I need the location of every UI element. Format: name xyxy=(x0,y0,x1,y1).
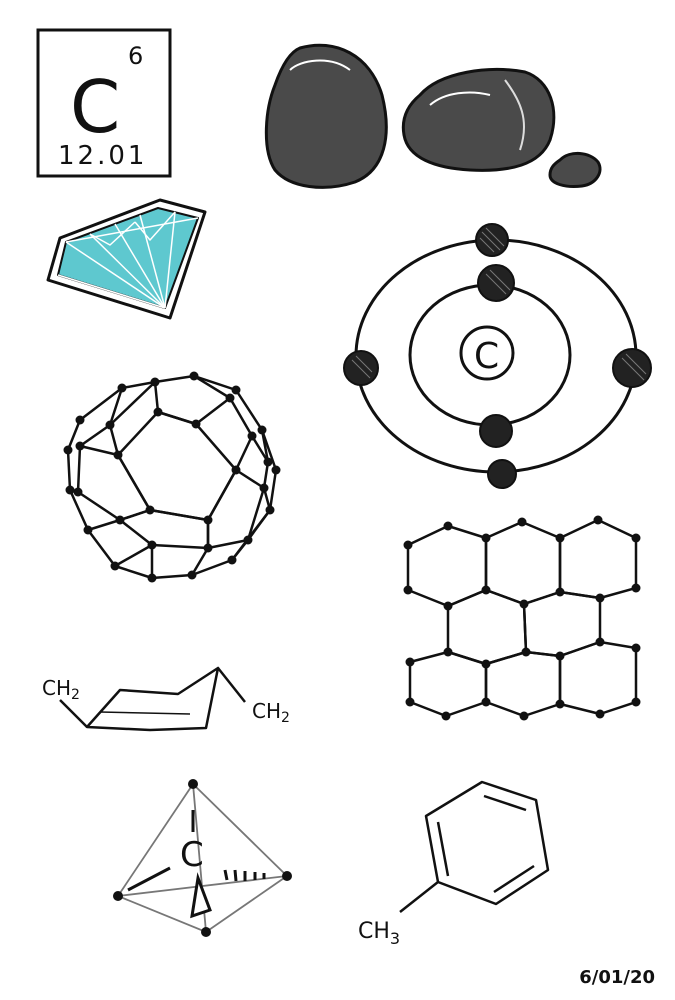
coal-lumps-illustration xyxy=(264,43,602,189)
element-symbol: C xyxy=(70,65,120,149)
electron xyxy=(487,459,517,489)
cyclohexane-chair xyxy=(59,666,246,732)
graphene-lattice xyxy=(406,518,638,718)
cyclohexane-left-group: CH2 xyxy=(42,676,80,703)
diamond-illustration xyxy=(46,198,207,320)
coal-lump-medium-highlight xyxy=(429,91,491,106)
tetrahedral-carbon: C xyxy=(113,779,292,937)
atom-nucleus xyxy=(459,325,515,381)
cyclohexane-right-group: CH2 xyxy=(252,699,290,726)
coal-lump-large xyxy=(264,43,388,189)
cyclohexane-ring xyxy=(85,666,220,732)
coal-lump-medium-facet xyxy=(504,79,525,151)
benzene-ring xyxy=(424,780,550,906)
graphene-atoms xyxy=(403,515,641,721)
element-tile: C 6 12.01 xyxy=(36,28,172,178)
graphene-hexagon xyxy=(558,640,638,716)
cyclohexane-left-substituent-bond xyxy=(59,699,88,728)
tetrahedron-center-label: C xyxy=(180,835,204,875)
electron-shading xyxy=(351,227,647,381)
diamond-body xyxy=(57,207,199,309)
diamond-facets xyxy=(57,211,199,309)
toluene-methyl-group: CH3 xyxy=(358,919,400,948)
electron xyxy=(479,414,513,448)
electron xyxy=(475,223,509,257)
bohr-atom-model: C xyxy=(343,223,652,489)
cyclohexane-back-bond xyxy=(99,711,191,715)
benzene-double-bond xyxy=(483,794,527,812)
atomic-mass: 12.01 xyxy=(58,141,147,171)
atomic-number: 6 xyxy=(128,42,143,70)
atom-nucleus-label: C xyxy=(474,336,499,377)
drawing-date: 6/01/20 xyxy=(579,967,655,988)
coal-lump-large-highlight xyxy=(289,59,351,71)
element-tile-border xyxy=(36,28,172,178)
toluene-molecule xyxy=(399,780,550,913)
coal-lump-medium xyxy=(401,67,556,172)
toluene-methyl-bond xyxy=(399,881,439,913)
buckyball-pentagon xyxy=(206,468,266,550)
electron xyxy=(477,264,515,302)
graphene-hexagon xyxy=(408,650,488,718)
tetrahedron-bonds xyxy=(127,810,266,919)
graphene-hexagon xyxy=(484,520,562,606)
benzene-double-bond xyxy=(493,864,535,894)
buckyball-pentagon xyxy=(153,374,232,426)
graphene-hexagon xyxy=(558,518,638,600)
tetrahedron-atoms xyxy=(113,779,292,937)
electron xyxy=(343,350,379,386)
coal-lump-small xyxy=(548,152,602,188)
graphene-hexagon xyxy=(446,588,528,666)
buckyball-c60 xyxy=(66,374,278,580)
buckyball-atoms xyxy=(63,371,281,583)
benzene-double-bond xyxy=(436,821,450,877)
buckyball-pentagon xyxy=(76,444,152,522)
graphene-hexagon xyxy=(484,650,562,718)
cyclohexane-right-substituent-bond xyxy=(217,667,246,703)
